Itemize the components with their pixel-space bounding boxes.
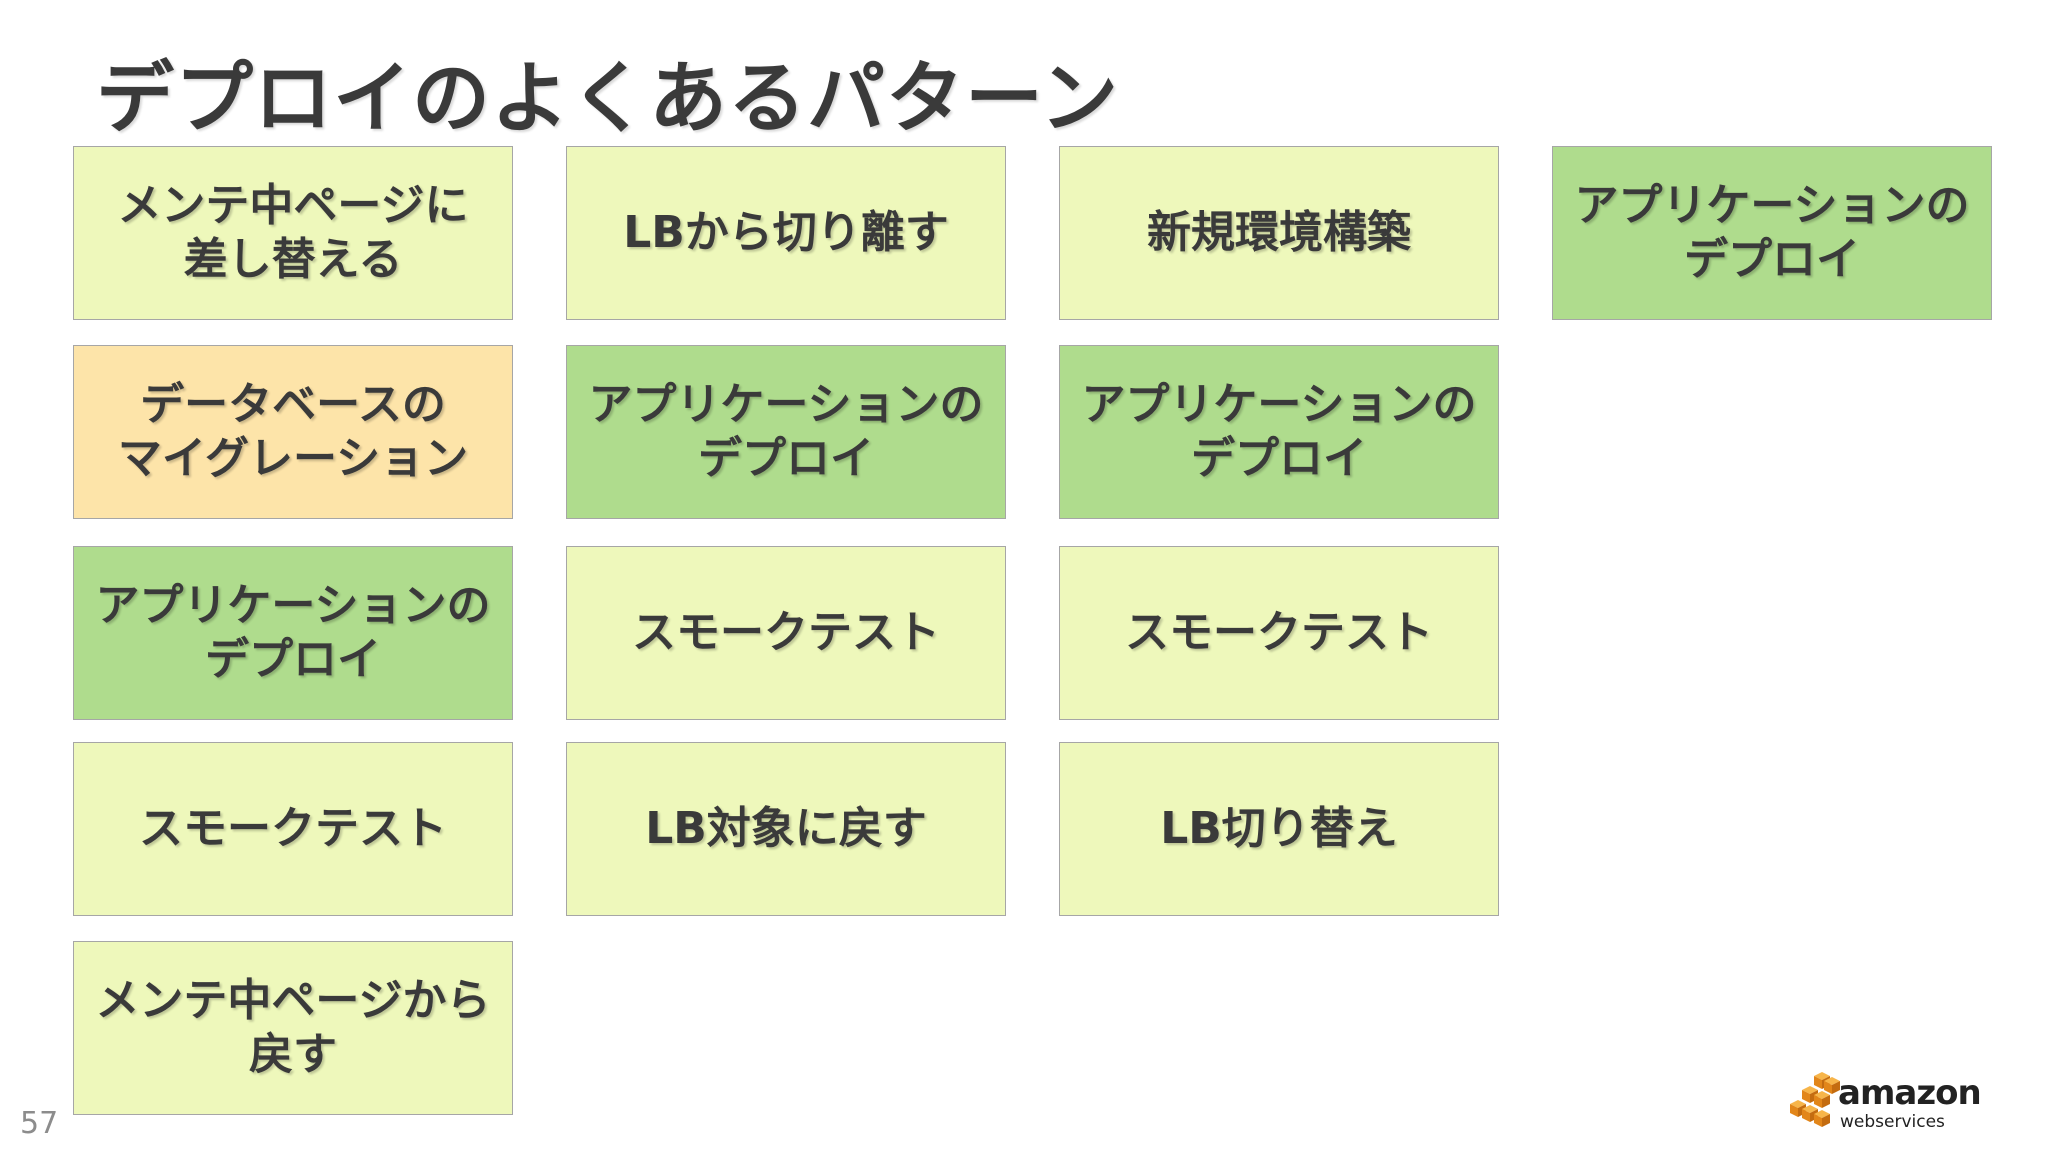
slide-title: デプロイのよくあるパターン (96, 54, 1120, 144)
step-box-col3-1: 新規環境構築 (1059, 146, 1499, 320)
step-box-col4-1: アプリケーションの デプロイ (1552, 146, 1992, 320)
aws-cubes-icon (1790, 1072, 1840, 1127)
step-box-col1-3: アプリケーションの デプロイ (73, 546, 513, 720)
step-box-col1-4: スモークテスト (73, 742, 513, 916)
step-box-col1-2: データベースの マイグレーション (73, 345, 513, 519)
page-number: 57 (20, 1106, 59, 1141)
step-box-col2-2: アプリケーションの デプロイ (566, 345, 1006, 519)
aws-logo: amazon webservices (1790, 1072, 1982, 1134)
step-box-col3-4: LB切り替え (1059, 742, 1499, 916)
aws-logo-webservices-text: webservices (1840, 1112, 1945, 1132)
aws-logo-amazon-text: amazon (1838, 1073, 1982, 1113)
step-box-col1-1: メンテ中ページに 差し替える (73, 146, 513, 320)
step-box-col1-5: メンテ中ページから 戻す (73, 941, 513, 1115)
step-box-col2-4: LB対象に戻す (566, 742, 1006, 916)
step-box-col2-3: スモークテスト (566, 546, 1006, 720)
step-box-col3-3: スモークテスト (1059, 546, 1499, 720)
step-box-col2-1: LBから切り離す (566, 146, 1006, 320)
step-box-col3-2: アプリケーションの デプロイ (1059, 345, 1499, 519)
